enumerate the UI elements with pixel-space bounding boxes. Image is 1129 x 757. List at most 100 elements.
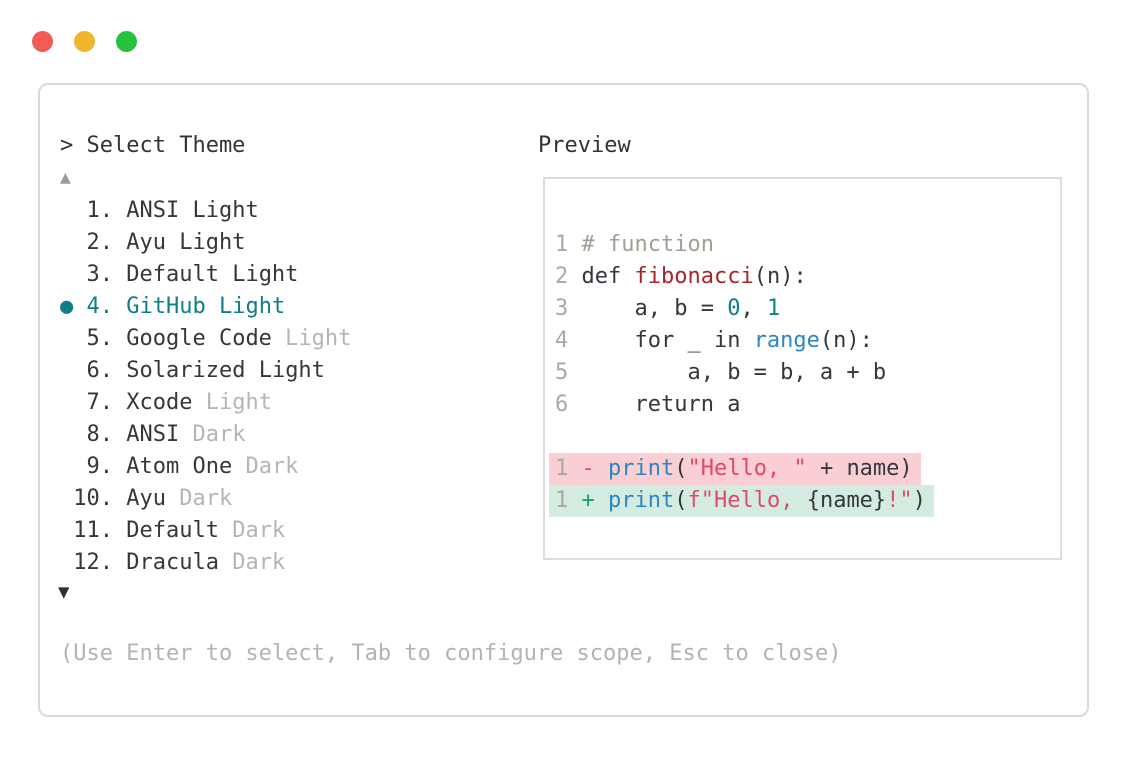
code-token: (n): <box>753 264 807 289</box>
code-token: # function <box>581 232 714 257</box>
diff-removed-highlight: 1 - print("Hello, " + name) <box>549 453 921 485</box>
code-line: 5 a, b = b, a + b <box>555 357 1060 389</box>
item-number: 8. <box>60 422 127 447</box>
item-variant: Light <box>165 230 246 255</box>
code-token: for _ in <box>581 328 754 353</box>
theme-list-item[interactable]: 9. Atom One Dark <box>60 451 351 483</box>
minimize-button[interactable] <box>74 31 95 52</box>
theme-list-item[interactable]: 6. Solarized Light <box>60 355 351 387</box>
dialog-prompt: > Select Theme <box>60 133 246 158</box>
zoom-button[interactable] <box>116 31 137 52</box>
code-token: !" <box>886 488 913 513</box>
item-variant: Light <box>179 198 259 223</box>
theme-list-item[interactable]: 11. Default Dark <box>60 515 351 547</box>
item-variant: Light <box>271 326 352 351</box>
code-token: print <box>608 488 675 513</box>
code-token: a, b = b, a + b <box>581 360 887 385</box>
line-number: 2 <box>555 264 582 289</box>
scroll-up-indicator[interactable]: ▲ <box>60 167 71 188</box>
item-number: 10. <box>60 486 127 511</box>
item-variant: Dark <box>218 550 286 575</box>
item-name: Solarized <box>126 358 246 383</box>
code-line: 3 a, b = 0, 1 <box>555 293 1060 325</box>
code-token: ( <box>674 456 688 481</box>
theme-list-item[interactable]: 7. Xcode Light <box>60 387 351 419</box>
theme-list-item[interactable]: ● 4. GitHub Light <box>60 291 351 323</box>
item-variant: Dark <box>179 422 246 447</box>
item-name: Default <box>126 518 219 543</box>
item-number: 7. <box>60 390 127 415</box>
theme-list-item[interactable]: 3. Default Light <box>60 259 351 291</box>
diff-code-line: 1 + print(f"Hello, {name}!") <box>549 485 1060 517</box>
theme-list-item[interactable]: 10. Ayu Dark <box>60 483 351 515</box>
item-name: Default <box>126 262 219 287</box>
item-variant: Light <box>205 294 286 319</box>
code-token: ( <box>674 488 688 513</box>
item-variant: Dark <box>218 518 286 543</box>
code-token: f"Hello, <box>687 488 807 513</box>
item-name: Atom One <box>126 454 233 479</box>
item-name: Ayu <box>126 230 166 255</box>
code-token: - <box>581 456 608 481</box>
item-name: Ayu <box>126 486 166 511</box>
diff-code-line: 1 - print("Hello, " + name) <box>549 453 1060 485</box>
code-token: a, b = <box>581 296 728 321</box>
item-number: 3. <box>60 262 127 287</box>
item-number: 12. <box>60 550 127 575</box>
code-line: 1 # function <box>555 229 1060 261</box>
item-name: ANSI <box>126 198 180 223</box>
item-name: GitHub <box>126 294 206 319</box>
theme-list-item[interactable]: 8. ANSI Dark <box>60 419 351 451</box>
item-name: Dracula <box>126 550 219 575</box>
theme-list-item[interactable]: 5. Google Code Light <box>60 323 351 355</box>
item-name: ANSI <box>126 422 180 447</box>
code-token: + name) <box>806 456 913 481</box>
item-number: 5. <box>60 326 127 351</box>
item-variant: Light <box>245 358 325 383</box>
item-variant: Light <box>192 390 272 415</box>
item-number: 6. <box>60 358 127 383</box>
line-number: 3 <box>555 296 582 321</box>
code-token: return a <box>581 392 741 417</box>
item-name: Google Code <box>126 326 272 351</box>
close-button[interactable] <box>32 31 53 52</box>
line-number: 5 <box>555 360 582 385</box>
code-token: {name} <box>806 488 887 513</box>
item-number: ● 4. <box>60 294 127 319</box>
item-variant: Dark <box>232 454 299 479</box>
help-hint: (Use Enter to select, Tab to configure s… <box>60 641 842 666</box>
code-line: 6 return a <box>555 389 1060 421</box>
code-token: 0 <box>727 296 741 321</box>
code-token: def <box>581 264 635 289</box>
item-number: 1. <box>60 198 127 223</box>
line-number: 6 <box>555 392 582 417</box>
code-token: print <box>608 456 675 481</box>
theme-list-item[interactable]: 2. Ayu Light <box>60 227 351 259</box>
line-number: 1 <box>555 232 582 257</box>
code-token: range <box>753 328 820 353</box>
window-controls <box>32 31 137 52</box>
code-token: , <box>740 296 767 321</box>
theme-list: 1. ANSI Light 2. Ayu Light 3. Default Li… <box>60 195 351 579</box>
code-line <box>555 421 1060 453</box>
code-token: (n): <box>819 328 873 353</box>
line-number: 1 <box>555 456 582 481</box>
code-token: "Hello, " <box>687 456 807 481</box>
line-number: 1 <box>555 488 582 513</box>
code-token: ) <box>912 488 926 513</box>
scroll-down-indicator[interactable]: ▼ <box>58 581 70 603</box>
line-number: 4 <box>555 328 582 353</box>
code-line: 4 for _ in range(n): <box>555 325 1060 357</box>
item-number: 9. <box>60 454 127 479</box>
item-variant: Light <box>218 262 299 287</box>
theme-picker-dialog: > Select Theme ▲ 1. ANSI Light 2. Ayu Li… <box>38 83 1089 717</box>
theme-list-item[interactable]: 1. ANSI Light <box>60 195 351 227</box>
code-token: + <box>581 488 608 513</box>
item-variant: Dark <box>165 486 233 511</box>
theme-list-item[interactable]: 12. Dracula Dark <box>60 547 351 579</box>
item-name: Xcode <box>126 390 193 415</box>
item-number: 2. <box>60 230 127 255</box>
code-line: 2 def fibonacci(n): <box>555 261 1060 293</box>
